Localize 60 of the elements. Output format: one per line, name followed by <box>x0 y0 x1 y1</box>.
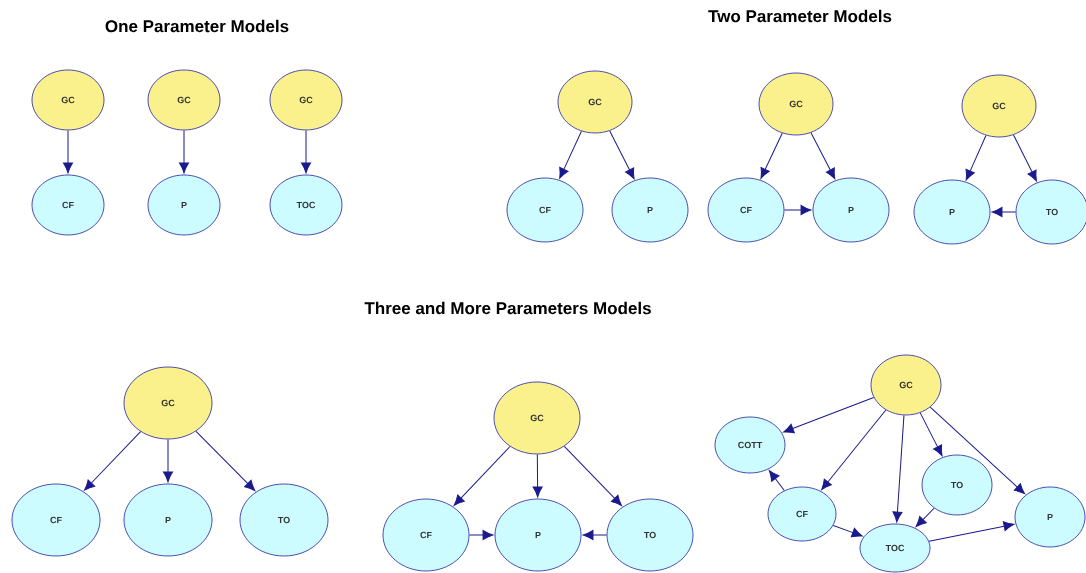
arrow <box>919 412 943 457</box>
arrow <box>84 431 142 491</box>
arrow <box>582 529 608 541</box>
ellipse-node: CF <box>707 177 785 243</box>
arrow <box>760 132 783 179</box>
ellipse-node: GC <box>123 366 213 440</box>
arrow <box>928 521 1015 542</box>
ellipse-node: TO <box>921 454 993 516</box>
arrow <box>929 406 1025 495</box>
ellipse-node: CF <box>31 174 105 236</box>
arrow <box>301 129 312 174</box>
arrow <box>783 396 875 434</box>
ellipse-node: TO <box>239 483 329 557</box>
arrow <box>915 507 935 528</box>
arrow <box>178 129 190 174</box>
ellipse-node: P <box>913 179 991 245</box>
ellipse-node: P <box>611 177 689 243</box>
ellipse-node: CF <box>11 483 101 557</box>
ellipse-node: CF <box>382 498 470 572</box>
ellipse-node: P <box>147 174 221 236</box>
arrow <box>783 204 812 215</box>
arrow <box>453 446 511 506</box>
section-heading: Three and More Parameters Models <box>364 301 651 315</box>
ellipse-node: GC <box>961 74 1037 138</box>
arrow <box>832 524 863 538</box>
arrow <box>563 445 622 506</box>
ellipse-node: P <box>812 177 890 243</box>
ellipse-node: TOC <box>859 523 931 573</box>
ellipse-node: P <box>1014 486 1086 548</box>
arrow <box>892 414 905 523</box>
arrow <box>768 470 785 491</box>
arrow <box>559 130 582 179</box>
arrow <box>62 129 74 174</box>
ellipse-node: GC <box>269 69 343 131</box>
arrow <box>163 438 174 483</box>
ellipse-node: P <box>123 483 213 557</box>
ellipse-node: CF <box>767 486 837 542</box>
arrow <box>991 206 1017 217</box>
arrow <box>532 453 543 498</box>
ellipse-node: GC <box>493 381 581 455</box>
ellipse-node: GC <box>557 70 633 134</box>
ellipse-node: COTT <box>714 416 786 474</box>
arrow <box>965 134 987 181</box>
arrow <box>468 529 494 541</box>
arrow <box>810 132 836 180</box>
ellipse-node: TO <box>1015 179 1086 245</box>
arrow <box>195 430 256 491</box>
ellipse-node: TOC <box>269 174 343 236</box>
ellipse-node: CF <box>506 177 584 243</box>
section-heading: Two Parameter Models <box>708 9 892 23</box>
ellipse-node: TO <box>606 498 694 572</box>
arrow <box>609 130 635 180</box>
ellipse-node: GC <box>147 69 221 131</box>
arrow <box>1013 134 1037 182</box>
section-heading: One Parameter Models <box>105 19 289 33</box>
arrow <box>821 409 887 491</box>
ellipse-node: P <box>494 498 582 572</box>
ellipse-node: GC <box>870 354 942 416</box>
ellipse-node: GC <box>758 72 834 136</box>
ellipse-node: GC <box>31 69 105 131</box>
